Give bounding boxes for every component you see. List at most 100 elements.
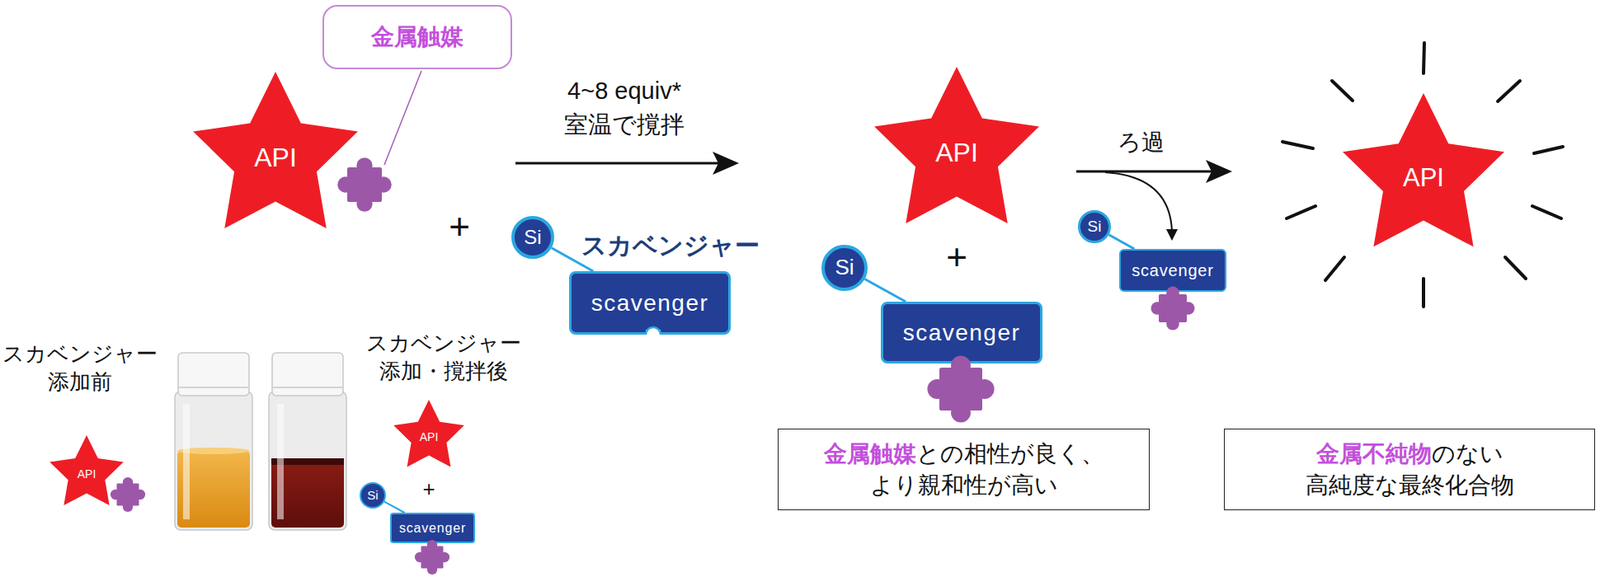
vial-before — [174, 352, 253, 531]
burst-line — [1505, 257, 1526, 279]
si-circle: Si — [821, 244, 868, 292]
cap-ridge — [178, 386, 250, 389]
api-star: API — [47, 435, 126, 513]
text-wrap: scavenger — [903, 317, 1022, 349]
shine-burst — [1282, 42, 1563, 307]
scavenger-box: scavenger — [569, 271, 731, 335]
text-wrap: scavenger — [1131, 259, 1214, 283]
burst-line — [1286, 206, 1316, 219]
text-wrap: Si — [834, 253, 854, 283]
vial-cap — [272, 352, 344, 396]
node-text: scavenger — [591, 290, 710, 316]
puzzle-piece — [414, 540, 450, 575]
glass-shine — [183, 404, 190, 520]
plus-sign: + — [448, 202, 471, 250]
si-circle: Si — [359, 482, 386, 509]
star-polygon — [49, 435, 123, 506]
node-text: Si — [1087, 217, 1102, 236]
arrow-head — [1205, 160, 1233, 184]
api-star: API — [391, 400, 466, 475]
photo-caption: スカベンジャー 添加前 — [0, 340, 163, 397]
burst-line — [1325, 257, 1345, 281]
puzzle-piece — [110, 477, 146, 513]
node-text: 金属触媒 — [823, 441, 917, 467]
node-text: scavenger — [1131, 261, 1214, 280]
vial-glass — [268, 391, 347, 531]
vial-cap — [178, 352, 250, 396]
node-text: 金属触媒 — [371, 23, 464, 50]
star-polygon — [874, 66, 1040, 224]
text-wrap: 金属触媒 — [371, 21, 464, 53]
plus-sign: + — [422, 475, 435, 504]
star-polygon — [393, 400, 465, 467]
burst-line — [1534, 146, 1563, 154]
text-wrap: API — [77, 466, 97, 483]
reaction-condition: 室温で撹拌 — [564, 109, 685, 142]
si-link — [384, 502, 405, 513]
text-wrap: scavenger — [591, 287, 710, 320]
scavenger-box: scavenger — [1119, 249, 1227, 292]
text-wrap: Si — [1087, 216, 1102, 238]
node-text: API — [254, 142, 297, 173]
vial-after — [268, 352, 347, 531]
api-star: API — [188, 71, 363, 245]
node-text: API — [419, 430, 439, 444]
node-text: Si — [523, 225, 542, 249]
arrow-head — [712, 151, 739, 175]
node-text: API — [935, 137, 979, 168]
catalyst-box: 金属触媒 — [322, 4, 513, 70]
node-text: API — [1402, 163, 1445, 193]
leader-line — [384, 70, 422, 165]
burst-line — [1421, 278, 1426, 307]
note-box: 金属触媒との相性が良く、 より親和性が高い — [777, 428, 1150, 511]
vial-liquid — [177, 451, 250, 528]
text-wrap: Si — [523, 224, 542, 251]
photo-caption: スカベンジャー 添加・撹拌後 — [352, 329, 535, 386]
node-text: scavenger — [903, 320, 1022, 346]
text-wrap: Si — [367, 487, 378, 504]
glass-shine — [277, 404, 284, 520]
si-link — [865, 279, 907, 302]
text-wrap: API — [419, 429, 439, 446]
note-box: 金属不純物のない 高純度な最終化合物 — [1223, 428, 1596, 511]
reaction-condition: 4~8 equiv* — [567, 75, 682, 108]
star-polygon — [192, 71, 358, 229]
si-link — [1108, 235, 1135, 250]
burst-line — [1497, 80, 1520, 102]
burst-line — [1282, 141, 1313, 149]
node-text: 金属不純物 — [1316, 441, 1432, 467]
filtration-arrow — [1076, 170, 1219, 174]
scavenger-box: scavenger — [880, 301, 1043, 364]
scavenger-box: scavenger — [390, 512, 476, 544]
burst-line — [1331, 80, 1353, 101]
reaction-arrow — [515, 162, 726, 165]
si-circle: Si — [511, 216, 555, 259]
text-wrap: API — [1402, 160, 1445, 196]
text-wrap: scavenger — [399, 519, 466, 538]
text-wrap: API — [254, 140, 297, 176]
text-wrap: 金属触媒との相性が良く、 より親和性が高い — [799, 438, 1130, 502]
removal-curve — [1105, 172, 1172, 231]
node-text: Si — [834, 254, 854, 280]
vial-liquid — [271, 461, 344, 528]
scavenger-title: スカベンジャー — [581, 229, 760, 262]
text-wrap: 金属不純物のない 高純度な最終化合物 — [1261, 438, 1558, 502]
star-polygon — [1342, 93, 1505, 247]
node-text: API — [77, 467, 97, 481]
cap-ridge — [272, 386, 344, 389]
plus-sign: + — [945, 233, 968, 281]
puzzle-piece — [1150, 286, 1195, 330]
api-star: API — [1338, 93, 1509, 264]
burst-line — [1423, 42, 1425, 74]
puzzle-piece — [337, 157, 392, 212]
burst-line — [1532, 206, 1562, 219]
text-wrap: API — [935, 135, 979, 171]
node-text: Si — [367, 488, 378, 503]
step-label: ろ過 — [1117, 127, 1165, 158]
vial-glass — [174, 391, 253, 531]
api-star: API — [870, 66, 1044, 240]
si-circle: Si — [1077, 210, 1111, 244]
vial-meniscus — [271, 458, 344, 466]
puzzle-piece — [927, 355, 994, 423]
